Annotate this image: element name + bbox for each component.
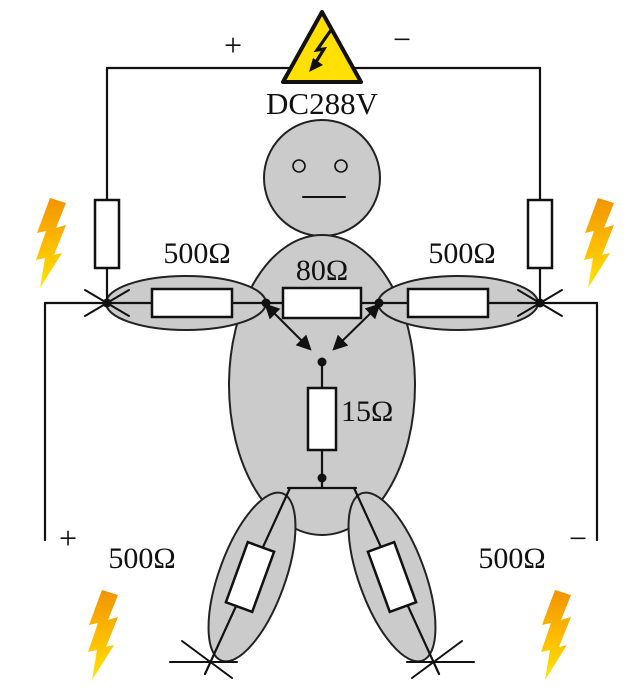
lightning-arrow-icon-right-bottom	[541, 590, 571, 680]
lightning-arrow-icon-left-bottom	[88, 590, 118, 680]
left-leg-resistance-label: 500Ω	[108, 542, 175, 575]
right-foot-mark	[411, 640, 463, 679]
lightning-arrow-icon-right-top	[584, 198, 614, 288]
right-leg-resistor	[366, 540, 418, 614]
chest-resistor	[281, 286, 363, 320]
bottom-minus-label: −	[569, 520, 587, 556]
junction-chest-center	[317, 357, 327, 367]
head	[263, 119, 381, 237]
junction-chest-left	[261, 298, 271, 308]
right-arm-resistance-label: 500Ω	[428, 237, 495, 270]
left-arm-resistor	[150, 287, 234, 319]
current-arrow-right	[332, 303, 381, 351]
right-leg-resistance-label: 500Ω	[478, 542, 545, 575]
left-foot-mark	[181, 640, 233, 679]
left-arm-resistance-label: 500Ω	[163, 237, 230, 270]
resistors	[93, 198, 554, 614]
chest-resistance-label: 80Ω	[296, 254, 348, 287]
warning-bolt-arrowhead	[309, 58, 323, 72]
source-voltage-label: DC288V	[266, 86, 379, 121]
trunk-resistor	[306, 386, 338, 452]
current-arrow-left	[264, 303, 312, 351]
junction-right-hand	[535, 298, 545, 308]
source-plus-label: +	[224, 27, 242, 63]
lightning-arrow-icon-left-top	[36, 198, 66, 288]
junction-chest-right	[374, 298, 384, 308]
warning-triangle	[281, 10, 363, 84]
right-eye	[334, 159, 348, 173]
source-minus-label: −	[393, 21, 411, 57]
bottom-plus-label: +	[59, 520, 77, 556]
junction-left-hand	[102, 298, 112, 308]
left-leg-resistor	[224, 540, 276, 614]
junction-dots	[102, 298, 545, 483]
left-eye	[292, 159, 306, 173]
left-wire-resistor	[93, 198, 121, 270]
labels: + − DC288V 500Ω 80Ω 500Ω 15Ω 500Ω 500Ω +…	[59, 21, 587, 575]
warning-bolt-zigzag	[313, 29, 333, 63]
right-wire-resistor	[526, 198, 554, 270]
trunk-resistance-label: 15Ω	[341, 395, 393, 428]
junction-hip	[317, 473, 327, 483]
high-voltage-warning-icon	[281, 10, 363, 84]
right-arm-resistor	[406, 287, 490, 319]
